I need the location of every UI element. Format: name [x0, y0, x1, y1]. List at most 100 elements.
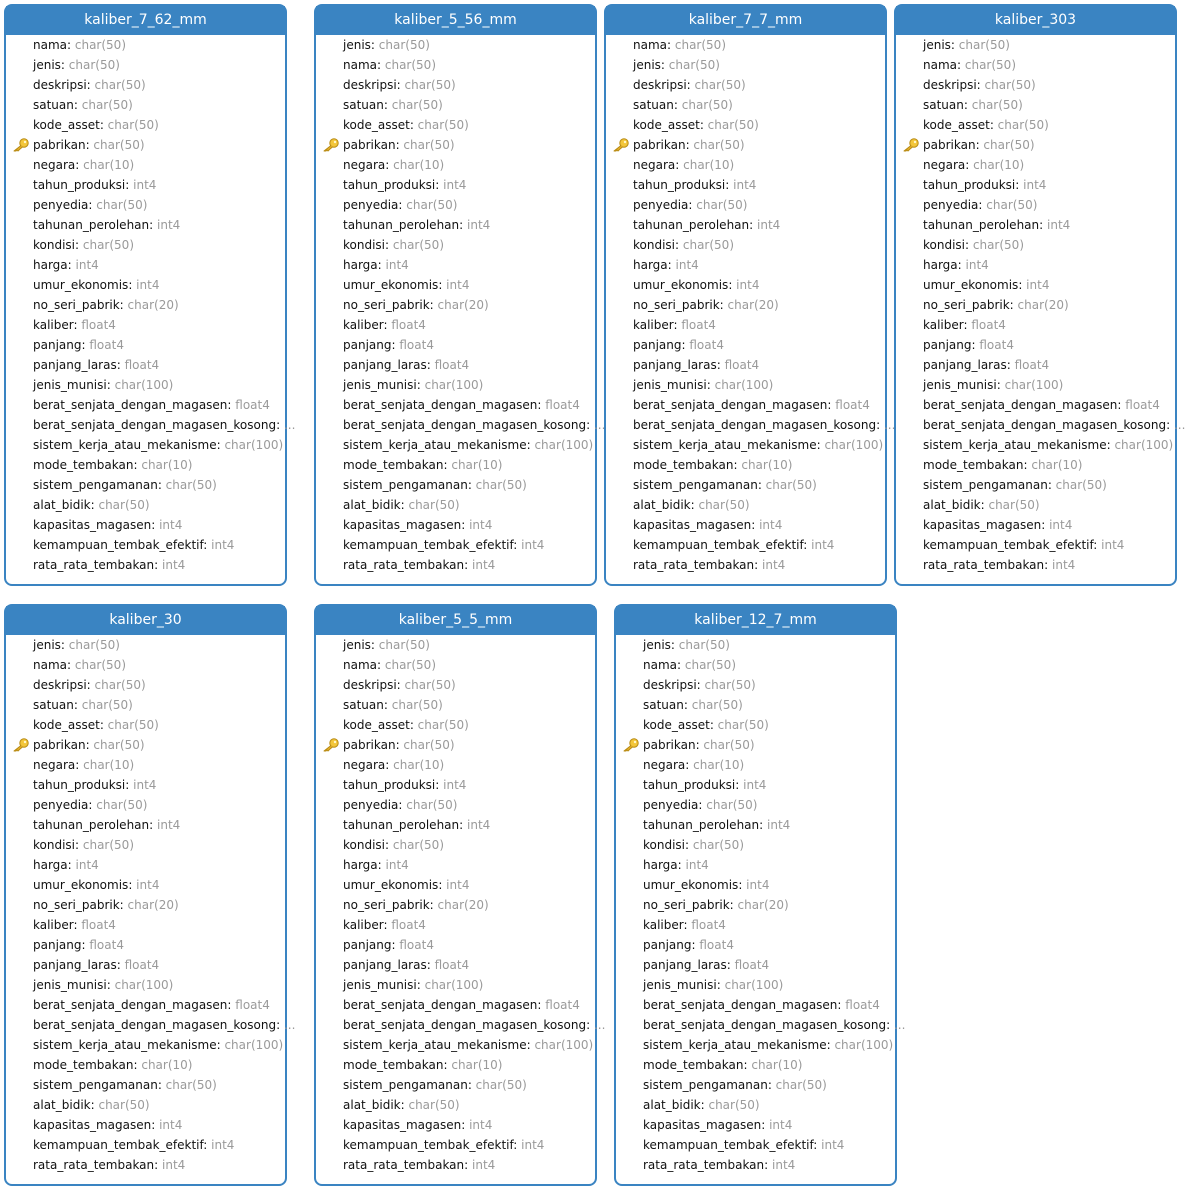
- table-row[interactable]: jenis_munisi: char(100): [606, 375, 885, 395]
- table-row[interactable]: sistem_kerja_atau_mekanisme: char(100): [606, 435, 885, 455]
- table-row[interactable]: kaliber: float4: [616, 915, 895, 935]
- table-row[interactable]: berat_senjata_dengan_magasen: float4: [316, 995, 595, 1015]
- table-row[interactable]: berat_senjata_dengan_magasen: float4: [6, 995, 285, 1015]
- table-row[interactable]: sistem_kerja_atau_mekanisme: char(100): [316, 1035, 595, 1055]
- table-row[interactable]: jenis: char(50): [316, 35, 595, 55]
- table-row[interactable]: panjang_laras: float4: [6, 355, 285, 375]
- table-row[interactable]: umur_ekonomis: int4: [316, 275, 595, 295]
- table-row[interactable]: kondisi: char(50): [316, 235, 595, 255]
- table-row[interactable]: alat_bidik: char(50): [316, 495, 595, 515]
- table-row[interactable]: negara: char(10): [616, 755, 895, 775]
- table-row[interactable]: berat_senjata_dengan_magasen: float4: [896, 395, 1175, 415]
- table-row[interactable]: rata_rata_tembakan: int4: [6, 555, 285, 575]
- table-row[interactable]: tahun_produksi: int4: [316, 775, 595, 795]
- table-row[interactable]: berat_senjata_dengan_magasen_kosong: ...: [606, 415, 895, 435]
- table-row[interactable]: jenis: char(50): [6, 635, 285, 655]
- table-row[interactable]: kapasitas_magasen: int4: [606, 515, 885, 535]
- table-row[interactable]: sistem_kerja_atau_mekanisme: char(100): [6, 435, 285, 455]
- table-row[interactable]: tahunan_perolehan: int4: [316, 815, 595, 835]
- table-row[interactable]: tahun_produksi: int4: [896, 175, 1175, 195]
- table-row[interactable]: jenis: char(50): [316, 635, 595, 655]
- table-row[interactable]: kode_asset: char(50): [896, 115, 1175, 135]
- table-row[interactable]: penyedia: char(50): [6, 795, 285, 815]
- table-row[interactable]: sistem_pengamanan: char(50): [616, 1075, 895, 1095]
- table-row[interactable]: sistem_pengamanan: char(50): [896, 475, 1175, 495]
- table-row[interactable]: alat_bidik: char(50): [6, 495, 285, 515]
- table-row[interactable]: pabrikan: char(50): [6, 735, 285, 755]
- table-row[interactable]: tahunan_perolehan: int4: [316, 215, 595, 235]
- table-row[interactable]: harga: int4: [6, 255, 285, 275]
- table-row[interactable]: tahun_produksi: int4: [6, 175, 285, 195]
- table-row[interactable]: sistem_kerja_atau_mekanisme: char(100): [896, 435, 1175, 455]
- table-row[interactable]: jenis: char(50): [6, 55, 285, 75]
- table-row[interactable]: rata_rata_tembakan: int4: [316, 1155, 595, 1175]
- table-row[interactable]: nama: char(50): [6, 35, 285, 55]
- table-row[interactable]: tahun_produksi: int4: [6, 775, 285, 795]
- table-row[interactable]: berat_senjata_dengan_magasen_kosong: ...: [6, 1015, 295, 1035]
- table-row[interactable]: nama: char(50): [316, 655, 595, 675]
- table-row[interactable]: nama: char(50): [6, 655, 285, 675]
- table-row[interactable]: jenis_munisi: char(100): [6, 975, 285, 995]
- table-row[interactable]: deskripsi: char(50): [6, 675, 285, 695]
- table-row[interactable]: no_seri_pabrik: char(20): [616, 895, 895, 915]
- table-row[interactable]: alat_bidik: char(50): [616, 1095, 895, 1115]
- table-row[interactable]: mode_tembakan: char(10): [316, 455, 595, 475]
- table-row[interactable]: satuan: char(50): [616, 695, 895, 715]
- table-row[interactable]: harga: int4: [616, 855, 895, 875]
- table-row[interactable]: panjang: float4: [616, 935, 895, 955]
- table-row[interactable]: negara: char(10): [316, 155, 595, 175]
- table-row[interactable]: tahunan_perolehan: int4: [6, 815, 285, 835]
- table-row[interactable]: jenis_munisi: char(100): [316, 375, 595, 395]
- table-row[interactable]: kode_asset: char(50): [316, 115, 595, 135]
- table-row[interactable]: jenis_munisi: char(100): [616, 975, 895, 995]
- table-row[interactable]: negara: char(10): [6, 755, 285, 775]
- table-row[interactable]: deskripsi: char(50): [616, 675, 895, 695]
- table-row[interactable]: tahunan_perolehan: int4: [6, 215, 285, 235]
- table-row[interactable]: mode_tembakan: char(10): [316, 1055, 595, 1075]
- table-row[interactable]: umur_ekonomis: int4: [6, 275, 285, 295]
- table-row[interactable]: berat_senjata_dengan_magasen_kosong: ...: [316, 415, 605, 435]
- table-row[interactable]: tahun_produksi: int4: [316, 175, 595, 195]
- table-row[interactable]: satuan: char(50): [6, 95, 285, 115]
- table-row[interactable]: kondisi: char(50): [316, 835, 595, 855]
- table-row[interactable]: rata_rata_tembakan: int4: [896, 555, 1175, 575]
- table-row[interactable]: deskripsi: char(50): [316, 675, 595, 695]
- table-row[interactable]: umur_ekonomis: int4: [896, 275, 1175, 295]
- table-row[interactable]: nama: char(50): [606, 35, 885, 55]
- table-row[interactable]: kaliber: float4: [606, 315, 885, 335]
- table-row[interactable]: kapasitas_magasen: int4: [6, 1115, 285, 1135]
- table-row[interactable]: nama: char(50): [316, 55, 595, 75]
- table-row[interactable]: kemampuan_tembak_efektif: int4: [896, 535, 1175, 555]
- table-row[interactable]: tahun_produksi: int4: [616, 775, 895, 795]
- table-row[interactable]: no_seri_pabrik: char(20): [606, 295, 885, 315]
- table-row[interactable]: no_seri_pabrik: char(20): [896, 295, 1175, 315]
- table-row[interactable]: negara: char(10): [6, 155, 285, 175]
- table-row[interactable]: kaliber: float4: [6, 315, 285, 335]
- table-row[interactable]: umur_ekonomis: int4: [616, 875, 895, 895]
- table-row[interactable]: berat_senjata_dengan_magasen_kosong: ...: [316, 1015, 605, 1035]
- table-row[interactable]: sistem_pengamanan: char(50): [6, 475, 285, 495]
- table-row[interactable]: pabrikan: char(50): [316, 135, 595, 155]
- table-row[interactable]: jenis: char(50): [896, 35, 1175, 55]
- table-row[interactable]: alat_bidik: char(50): [6, 1095, 285, 1115]
- table-row[interactable]: negara: char(10): [896, 155, 1175, 175]
- table-row[interactable]: tahun_produksi: int4: [606, 175, 885, 195]
- table-row[interactable]: kemampuan_tembak_efektif: int4: [6, 535, 285, 555]
- table-row[interactable]: rata_rata_tembakan: int4: [606, 555, 885, 575]
- table-row[interactable]: panjang: float4: [316, 335, 595, 355]
- table-row[interactable]: umur_ekonomis: int4: [6, 875, 285, 895]
- table-row[interactable]: pabrikan: char(50): [6, 135, 285, 155]
- table-row[interactable]: kode_asset: char(50): [6, 715, 285, 735]
- table-row[interactable]: mode_tembakan: char(10): [6, 455, 285, 475]
- table-row[interactable]: deskripsi: char(50): [606, 75, 885, 95]
- table-row[interactable]: no_seri_pabrik: char(20): [316, 295, 595, 315]
- table-row[interactable]: alat_bidik: char(50): [606, 495, 885, 515]
- table-row[interactable]: no_seri_pabrik: char(20): [6, 295, 285, 315]
- table-row[interactable]: panjang: float4: [606, 335, 885, 355]
- table-row[interactable]: berat_senjata_dengan_magasen: float4: [606, 395, 885, 415]
- table-row[interactable]: kode_asset: char(50): [316, 715, 595, 735]
- table-row[interactable]: sistem_kerja_atau_mekanisme: char(100): [6, 1035, 285, 1055]
